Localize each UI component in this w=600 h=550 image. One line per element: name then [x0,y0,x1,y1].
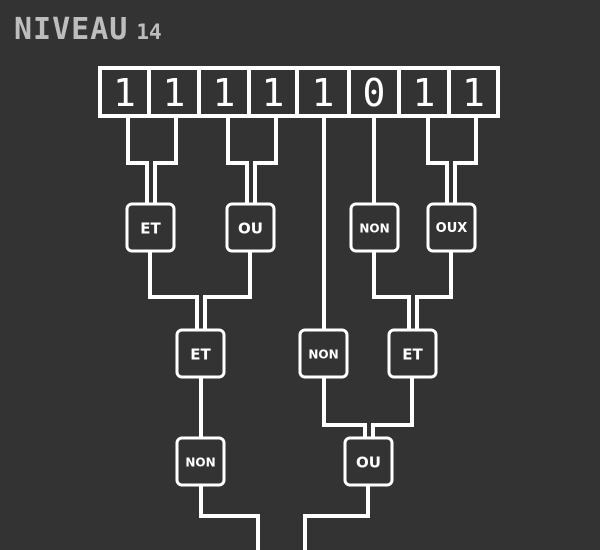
input-bit-cell[interactable] [295,66,351,118]
wire [426,114,449,206]
gate-non: NON [349,202,400,253]
input-bit-value: 1 [312,71,335,115]
input-bit-5[interactable]: 1 [295,66,351,118]
input-bit-7[interactable]: 1 [397,66,451,118]
gate-box [426,202,477,253]
input-bit-value: 0 [363,71,386,115]
gate-label: OU [356,454,381,472]
wire [371,375,414,440]
gate-label: NON [185,456,215,470]
wires [126,114,478,550]
gate-label: OU [238,220,263,238]
gate-box [225,202,276,253]
level-number: 14 [136,20,162,44]
input-bit-cell[interactable] [447,66,500,118]
input-bit-3[interactable]: 1 [197,66,251,118]
wire [153,114,178,206]
gate-box [125,202,176,253]
gate-box [387,328,438,379]
wire [372,249,411,332]
input-bit-value: 1 [262,71,285,115]
gate-ou: OU [225,202,276,253]
gate-label: OUX [436,221,468,236]
wire [199,483,260,550]
level-label: NIVEAU [14,12,129,47]
gate-non: NON [175,436,226,487]
gate-label: ET [190,346,211,364]
input-bit-value: 1 [113,71,136,115]
wire [453,114,478,206]
gate-oux: OUX [426,202,477,253]
gate-label: NON [359,222,389,236]
input-bit-6[interactable]: 0 [347,66,401,118]
input-bit-4[interactable]: 1 [247,66,299,118]
gate-box [175,436,226,487]
input-bit-cell[interactable] [347,66,401,118]
gate-box [349,202,400,253]
logic-gates: ET OU NON OUX ET NON ET NON OU [125,202,477,487]
gate-ou: OU [343,436,394,487]
input-bit-cell[interactable] [397,66,451,118]
gate-et: ET [387,328,438,379]
gate-et: ET [125,202,176,253]
input-bit-value: 1 [213,71,236,115]
wire [322,375,367,440]
wire [226,114,249,206]
wire [253,114,278,206]
gate-box [175,328,226,379]
gate-et: ET [175,328,226,379]
wire [148,249,199,332]
gate-box [298,328,349,379]
gate-label: NON [308,348,338,362]
input-bit-value: 1 [462,71,485,115]
level-title: NIVEAU 14 [14,12,162,47]
input-bit-2[interactable]: 1 [147,66,201,118]
wire [303,483,370,550]
input-bit-value: 1 [413,71,436,115]
input-bit-cell[interactable] [147,66,201,118]
gate-label: ET [402,346,423,364]
input-bit-1[interactable]: 1 [98,66,151,118]
wire [415,249,453,332]
wire [203,249,252,332]
gate-non: NON [298,328,349,379]
input-bit-value: 1 [163,71,186,115]
gate-box [343,436,394,487]
wire [126,114,149,206]
gate-label: ET [140,220,161,238]
input-bit-8[interactable]: 1 [447,66,500,118]
input-bit-cell[interactable] [98,66,151,118]
